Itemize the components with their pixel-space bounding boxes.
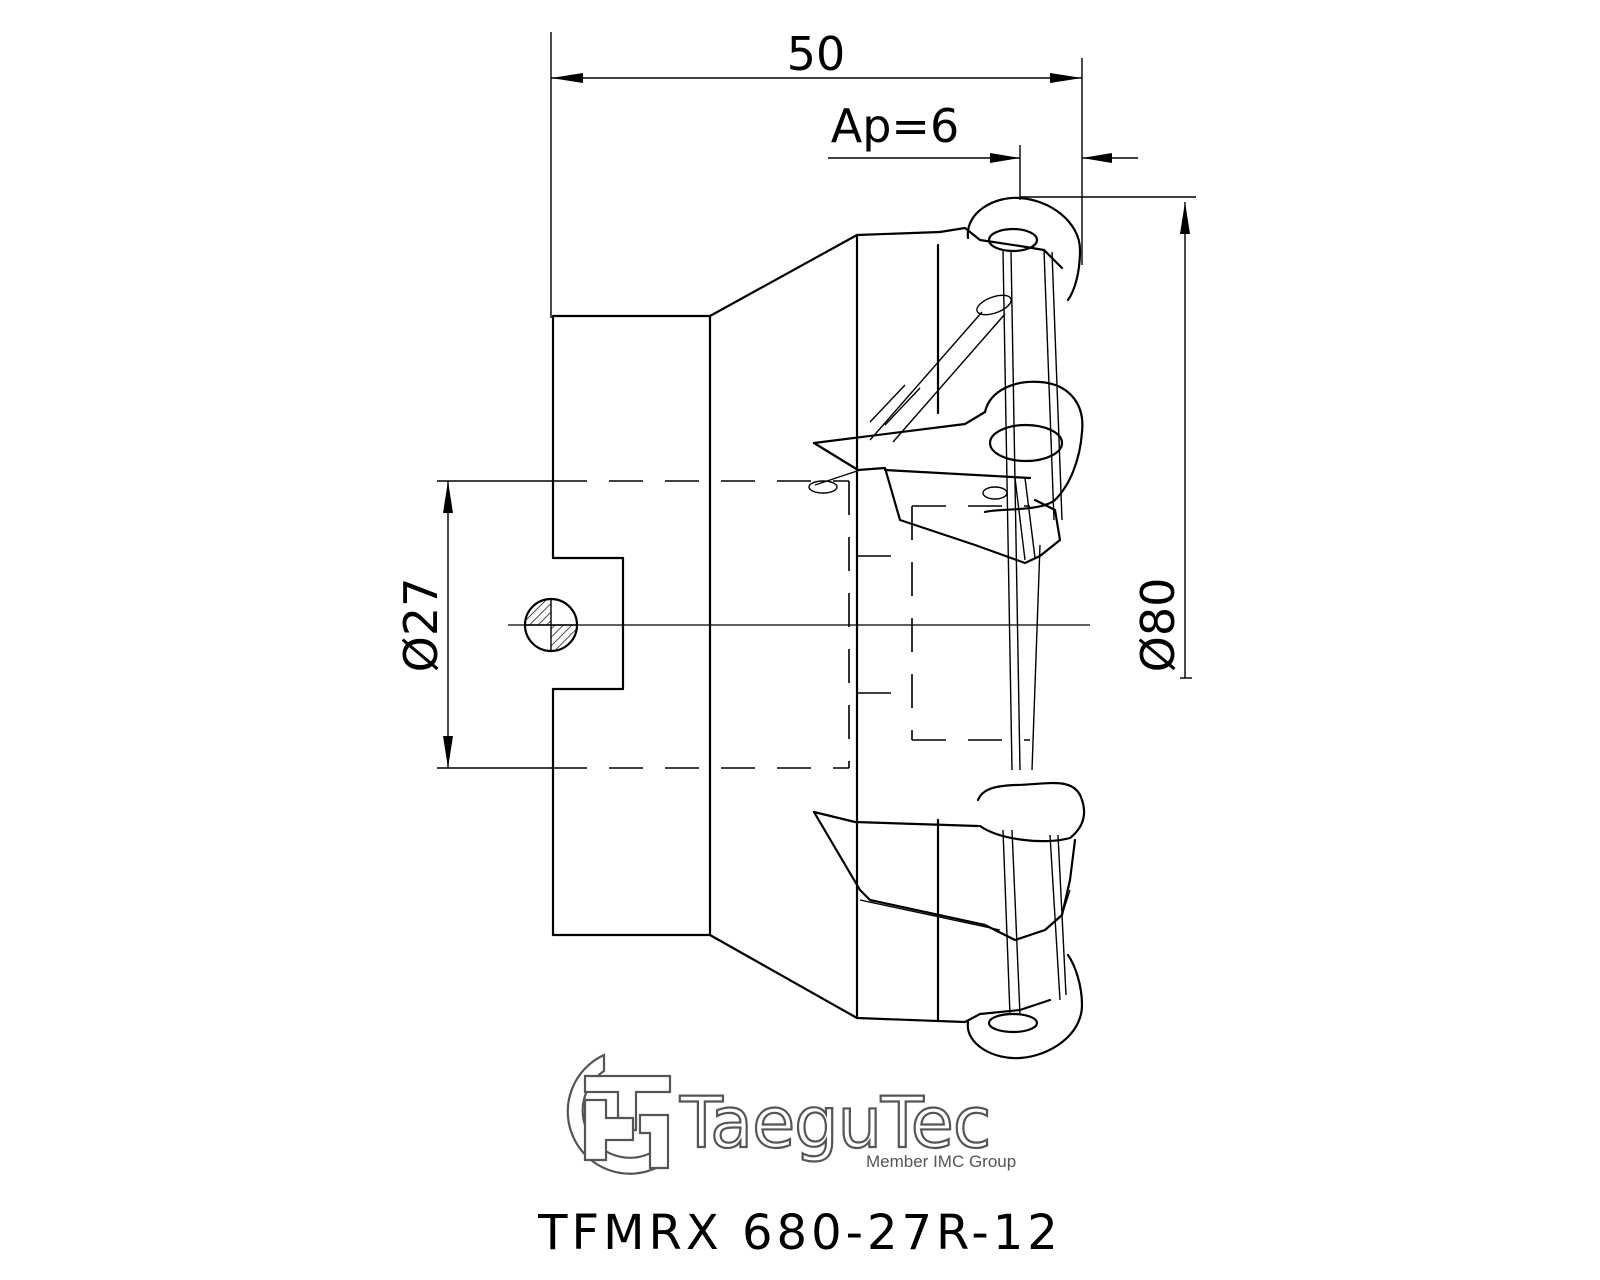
dimension-bore-diameter-label: Ø27 bbox=[394, 578, 448, 673]
dimension-depth-of-cut-label: Ap=6 bbox=[831, 99, 959, 153]
insert-lower bbox=[812, 781, 1086, 942]
insert-bottom bbox=[966, 953, 1084, 1060]
insert-middle bbox=[808, 380, 1084, 565]
dimension-length: 50 bbox=[550, 27, 1083, 318]
hidden-lines bbox=[508, 480, 1090, 769]
dimension-cutter-diameter: Ø80 bbox=[1020, 196, 1196, 679]
dimension-bore-diameter: Ø27 bbox=[394, 480, 553, 769]
brand-logo-wordmark: TaeguTec bbox=[679, 1082, 990, 1164]
brand-logo-mark bbox=[566, 1053, 672, 1175]
dimension-length-label: 50 bbox=[787, 27, 846, 81]
brand-logo-tagline: Member IMC Group bbox=[866, 1152, 1016, 1171]
dimension-depth-of-cut: Ap=6 bbox=[828, 99, 1138, 200]
dimension-cutter-diameter-label: Ø80 bbox=[1131, 578, 1185, 673]
model-code: TFMRX 680-27R-12 bbox=[538, 1205, 1062, 1261]
center-mark bbox=[523, 597, 579, 653]
brand-logo: TaeguTec Member IMC Group bbox=[566, 1053, 1016, 1175]
insert-top bbox=[869, 196, 1082, 443]
